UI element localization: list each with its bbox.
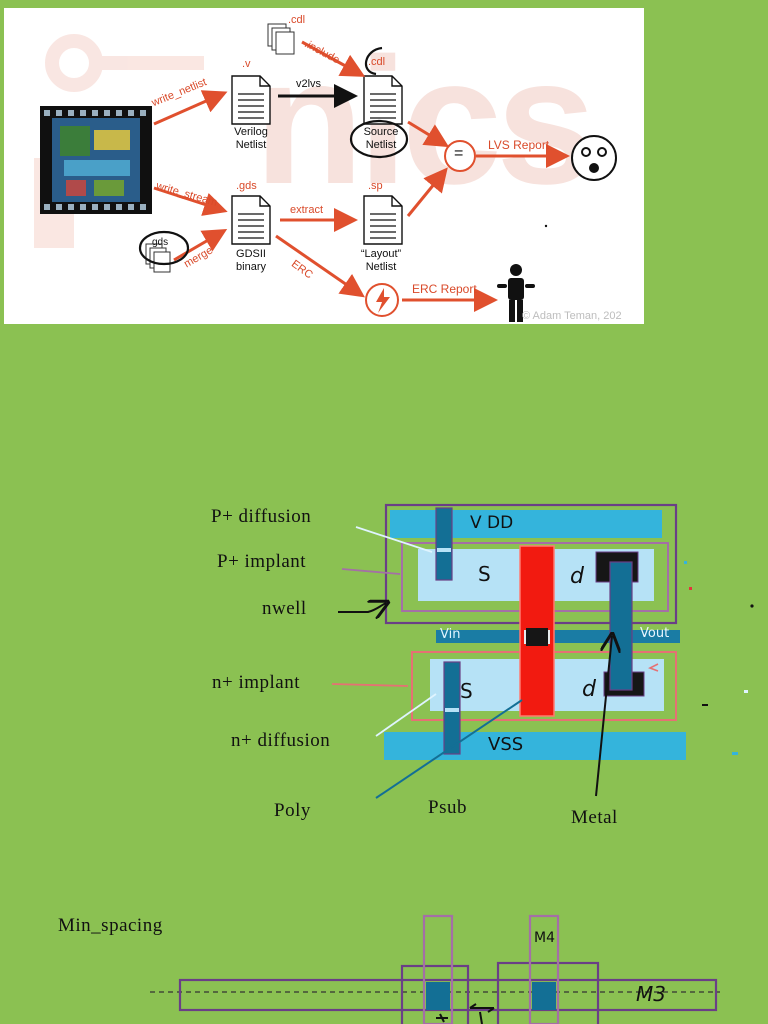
doc-layout-icon	[363, 195, 403, 245]
poly-contact	[526, 628, 548, 646]
right-via-enclosure	[496, 961, 600, 1024]
pointer-p-implant	[341, 568, 401, 575]
handwritten-d-top: d	[570, 564, 584, 589]
lvs-report-label: LVS Report	[488, 138, 550, 152]
left-m4-track	[422, 914, 454, 1024]
file-ext-cdl-top: .cdl	[288, 14, 306, 26]
erc-report-label: ERC Report	[412, 282, 477, 296]
label-n-diffusion: n+ diffusion	[231, 730, 331, 751]
file-ext-v: .v	[242, 58, 251, 70]
doc-gds-icon	[231, 195, 271, 245]
handwritten-vdd: V DD	[470, 513, 514, 533]
hand-annotations	[138, 46, 409, 266]
label-p-diffusion: P+ diffusion	[211, 506, 312, 527]
lvs-flow-diagram: nics	[4, 8, 644, 324]
file-ext-sp: .sp	[368, 180, 383, 192]
layout-netlist-label: “Layout”Netlist	[360, 248, 402, 273]
flow-arrows	[153, 40, 570, 312]
output-metal-strap	[609, 561, 633, 691]
min-spacing-title: Min_spacing	[58, 915, 163, 936]
left-via	[426, 982, 450, 1010]
handwritten-s-top: S	[478, 562, 491, 586]
flow-diagram-graphics	[34, 23, 617, 322]
right-via	[532, 982, 556, 1010]
doc-source-icon	[363, 75, 403, 125]
pointer-poly	[375, 699, 523, 799]
file-ext-gds: .gds	[236, 180, 257, 192]
doc-stack-cdl-icon	[267, 23, 295, 55]
dizzy-face-icon	[571, 135, 617, 181]
file-ext-cdl: .cdl	[368, 56, 386, 68]
handwritten-vss: VSS	[488, 734, 524, 755]
vss-rail	[384, 732, 686, 760]
label-poly: Poly	[274, 800, 311, 821]
left-via-enclosure	[400, 964, 470, 1024]
handwritten-m4: M4	[534, 930, 555, 946]
equals-circle	[444, 140, 476, 172]
label-p-implant: P+ implant	[217, 551, 307, 572]
pointer-p-diffusion	[355, 526, 433, 553]
label-metal: Metal	[571, 807, 618, 828]
arrow-label-v2lvs: v2lvs	[296, 78, 322, 90]
equals-sign: =	[454, 145, 464, 162]
handwritten-vout: Vout	[640, 626, 670, 641]
chip-icon	[40, 106, 152, 214]
label-n-implant: n+ implant	[212, 672, 301, 693]
lightning-bolt-icon	[376, 288, 390, 313]
arrow-label-extract: extract	[290, 204, 324, 216]
doc-verilog-icon	[231, 75, 271, 125]
spacing-arrow	[469, 1003, 495, 1013]
pointer-nwell	[338, 603, 386, 612]
pointer-n-implant	[331, 683, 409, 687]
vdd-rail	[390, 510, 662, 538]
handwritten-d-bottom: d	[582, 677, 596, 702]
person-icon	[497, 264, 535, 322]
copyright-text: © Adam Teman, 202	[522, 310, 622, 322]
handwritten-s-bottom: S	[460, 679, 473, 703]
label-nwell: nwell	[262, 598, 307, 619]
gds-small-label: gds	[152, 237, 169, 248]
handwritten-vin: Vin	[440, 627, 461, 642]
label-psub: Psub	[428, 797, 467, 818]
handwritten-m3: M3	[636, 982, 666, 1006]
pointer-n-diffusion	[375, 693, 437, 737]
right-m4-track	[528, 914, 560, 1024]
p-source-metal	[435, 507, 453, 581]
pointer-metal	[595, 636, 612, 797]
